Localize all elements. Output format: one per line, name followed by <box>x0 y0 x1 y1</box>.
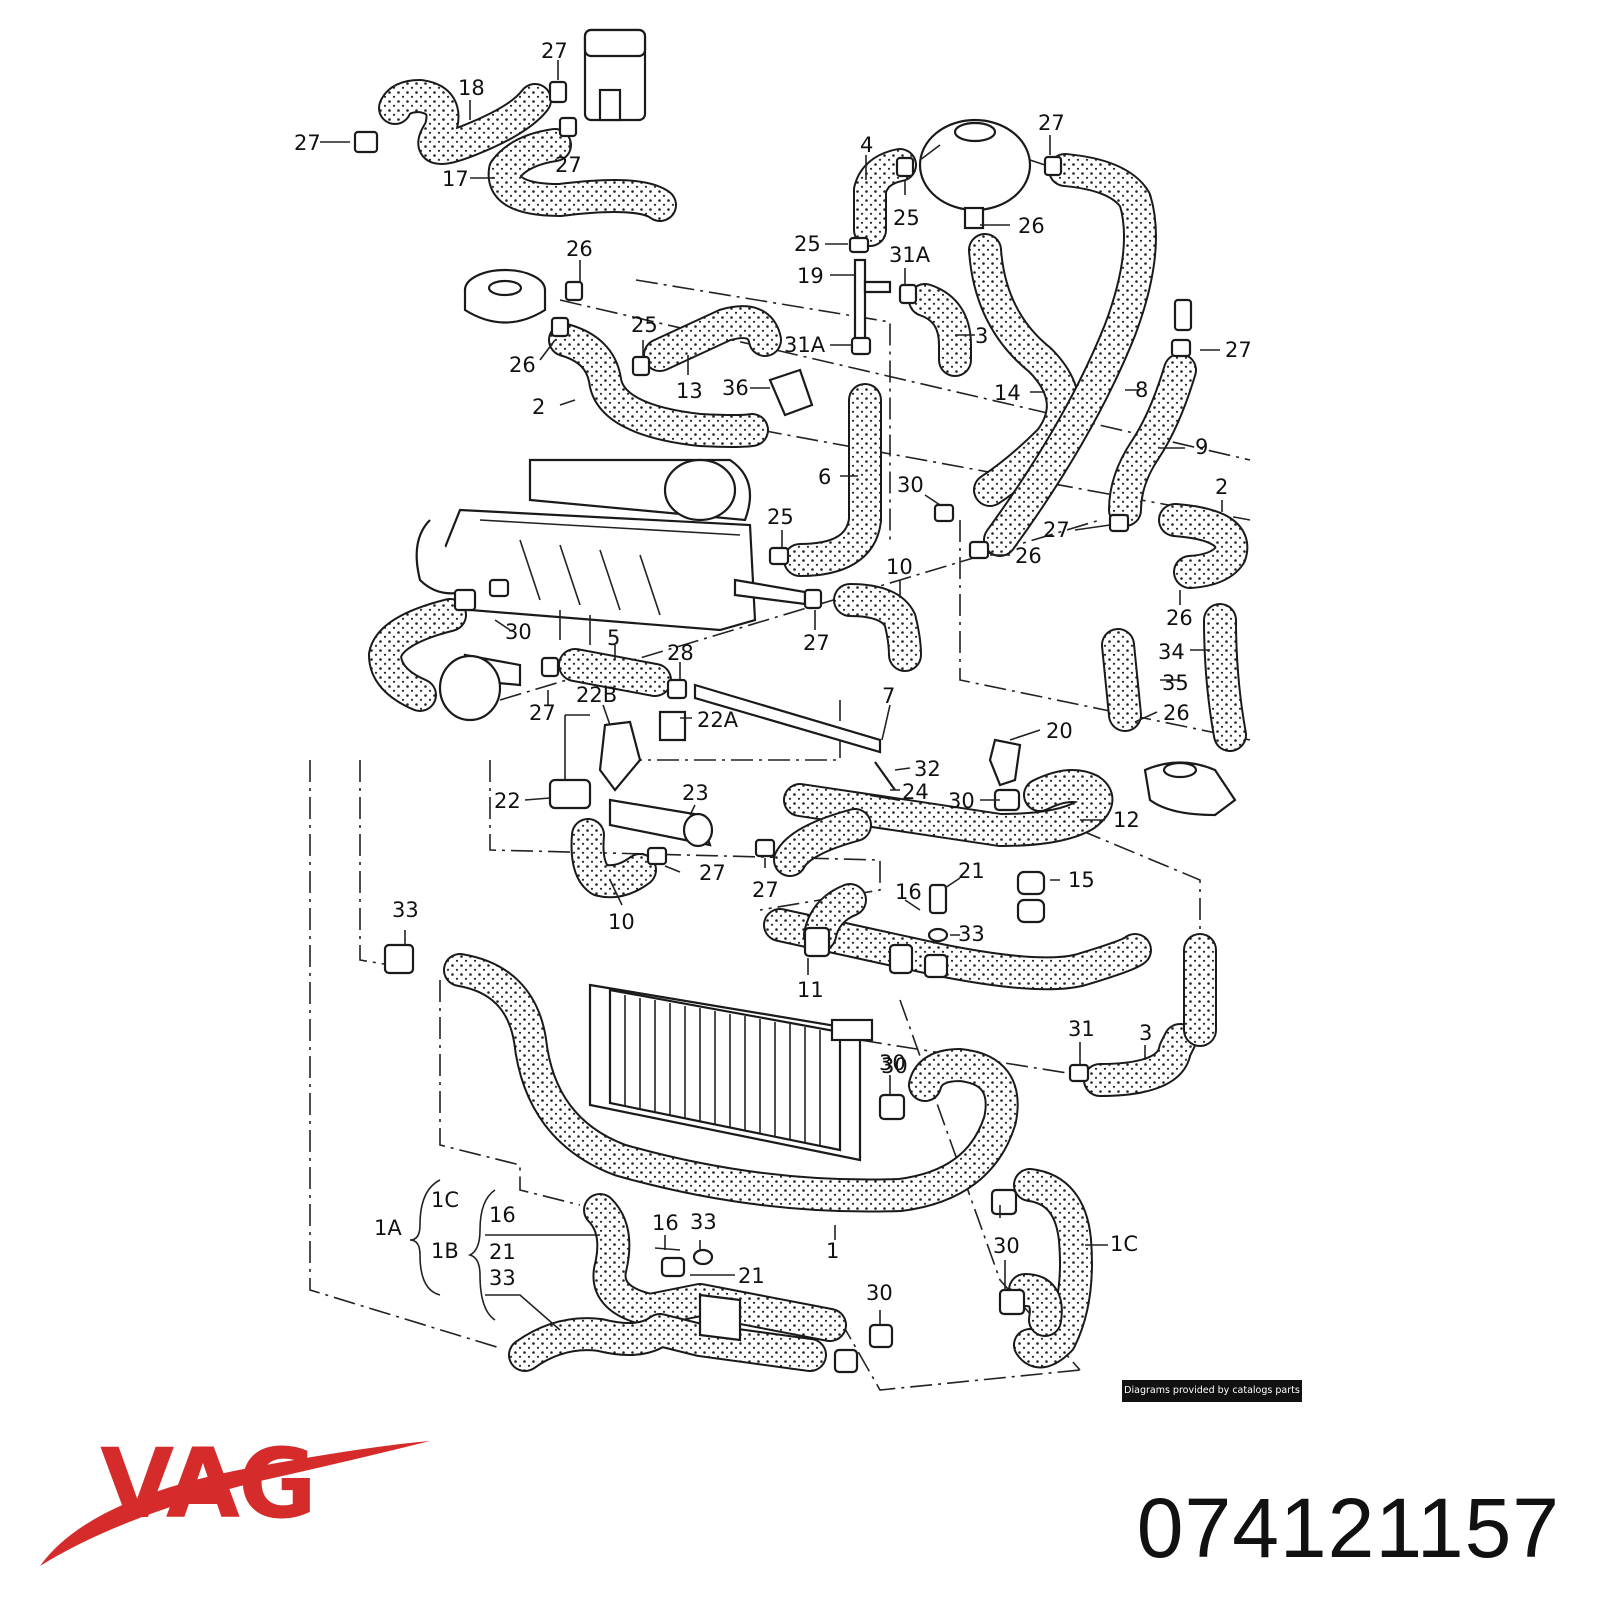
assembly-lines <box>309 279 1251 1391</box>
callout-label: 7 <box>882 684 895 708</box>
callout-label: 16 <box>652 1211 679 1235</box>
callout-label: 15 <box>1068 868 1095 892</box>
callout-label: 25 <box>767 505 794 529</box>
filter-housing-upper <box>463 268 547 324</box>
callout-label: 19 <box>797 264 824 288</box>
callout-label: 14 <box>994 381 1021 405</box>
callout-label: 24 <box>902 780 929 804</box>
callout-label: 27 <box>752 878 779 902</box>
callout-label: 10 <box>886 555 913 579</box>
callout-label: 31A <box>784 333 826 357</box>
components <box>353 28 1237 1374</box>
engine-block <box>415 458 757 645</box>
callout-label: 21 <box>958 859 985 883</box>
callout-label: 33 <box>489 1266 516 1290</box>
callout-label: 27 <box>1225 338 1252 362</box>
callout-label: 16 <box>895 880 922 904</box>
callout-label: 27 <box>555 153 582 177</box>
callout-label: 1C <box>431 1188 459 1212</box>
radiator <box>588 983 874 1162</box>
callout-label: 12 <box>1113 808 1140 832</box>
callout-label: 26 <box>1018 214 1045 238</box>
callout-label: 35 <box>1162 671 1189 695</box>
callout-label: 36 <box>722 376 749 400</box>
callout-label: 30 <box>948 789 975 813</box>
callout-label: 18 <box>458 76 485 100</box>
callout-label: 26 <box>1163 701 1190 725</box>
diagram-credit-label: Diagrams provided by catalogs parts <box>1122 1380 1302 1402</box>
callout-label: 4 <box>860 133 873 157</box>
brand-logo-text: VAG <box>100 1428 317 1540</box>
callout-label: 1C <box>1110 1232 1138 1256</box>
callout-label: 3 <box>1139 1021 1152 1045</box>
callout-label: 26 <box>1166 606 1193 630</box>
callout-label: 30 <box>879 1051 906 1075</box>
callout-label: 16 <box>489 1203 516 1227</box>
callout-label: 3 <box>975 324 988 348</box>
callout-label: 33 <box>690 1210 717 1234</box>
callout-label: 23 <box>682 781 709 805</box>
callout-label: 6 <box>818 465 831 489</box>
callout-label: 25 <box>631 313 658 337</box>
callout-label: 27 <box>541 39 568 63</box>
coolant-control-unit <box>583 28 647 122</box>
callout-label: 21 <box>738 1264 765 1288</box>
callouts: 27 18 27 17 27 4 27 25 26 25 19 31A 26 2… <box>294 39 1252 1305</box>
callout-label: 1A <box>374 1216 402 1240</box>
callout-label: 33 <box>392 898 419 922</box>
callout-label: 26 <box>509 353 536 377</box>
callout-label: 10 <box>608 910 635 934</box>
callout-label: 26 <box>566 237 593 261</box>
callout-label: 22A <box>697 708 739 732</box>
callout-label: 30 <box>866 1281 893 1305</box>
callout-label: 30 <box>505 620 532 644</box>
callout-label: 27 <box>803 631 830 655</box>
hoses <box>368 79 1249 1372</box>
filter-housing-lower <box>1143 761 1237 817</box>
callout-label: 2 <box>1215 475 1228 499</box>
callout-label: 31 <box>1068 1017 1095 1041</box>
callout-label: 27 <box>1038 111 1065 135</box>
callout-label: 34 <box>1158 640 1185 664</box>
callout-label: 11 <box>797 978 824 1002</box>
callout-label: 30 <box>993 1234 1020 1258</box>
callout-label: 25 <box>794 232 821 256</box>
callout-label: 32 <box>914 757 941 781</box>
clamps-and-fittings <box>353 80 1193 1374</box>
callout-label: 20 <box>1046 719 1073 743</box>
callout-label: 2 <box>532 395 545 419</box>
callout-label: 17 <box>442 167 469 191</box>
callout-label: 22 <box>494 789 521 813</box>
callout-label: 13 <box>676 379 703 403</box>
callout-label: 33 <box>958 922 985 946</box>
expansion-tank <box>918 118 1046 230</box>
callout-label: 5 <box>607 626 620 650</box>
callout-label: 30 <box>881 1054 908 1078</box>
callout-label: 26 <box>1015 544 1042 568</box>
part-number: 074121157 <box>1136 1481 1560 1575</box>
callout-label: 22B <box>576 683 617 707</box>
callout-label: 28 <box>667 641 694 665</box>
callout-label: 31A <box>889 243 931 267</box>
callout-label: 27 <box>529 701 556 725</box>
callout-label: 8 <box>1135 378 1148 402</box>
callout-label: 27 <box>1043 518 1070 542</box>
callout-label: 1 <box>826 1239 839 1263</box>
callout-label: 9 <box>1195 435 1208 459</box>
callout-label: 21 <box>489 1240 516 1264</box>
callout-label: 25 <box>893 206 920 230</box>
callout-label: 27 <box>294 131 321 155</box>
callout-label: 27 <box>699 861 726 885</box>
leader-lines <box>320 60 1223 1331</box>
callout-label: 1B <box>431 1239 459 1263</box>
callout-label: 30 <box>897 473 924 497</box>
